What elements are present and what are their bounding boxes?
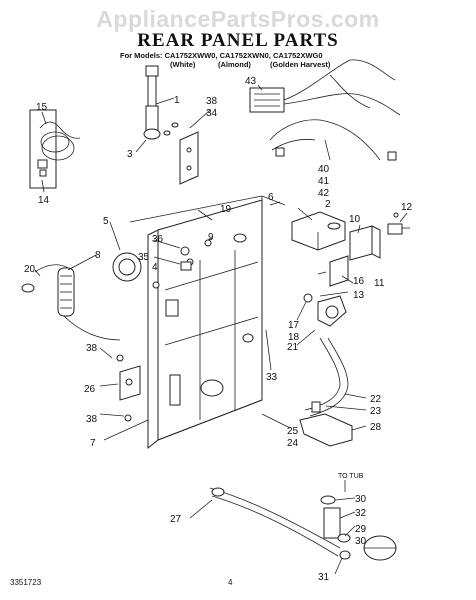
page-title: REAR PANEL PARTS (137, 30, 339, 51)
label-20: 20 (24, 264, 36, 275)
label-13: 13 (353, 290, 365, 301)
color-golden-harvest: (Golden Harvest) (270, 60, 331, 69)
part-14-power-cord (29, 109, 81, 189)
label-26: 26 (84, 384, 96, 395)
part-28-long-hose (209, 487, 341, 557)
part-12-switch (387, 212, 410, 235)
part-34-bracket (163, 122, 199, 185)
footer-part-code: 3351723 (10, 578, 42, 587)
color-white: (White) (170, 60, 196, 69)
label-4: 4 (152, 262, 158, 273)
part-10-timer (349, 225, 381, 261)
label-25: 25 (287, 426, 299, 437)
label-7: 7 (90, 438, 96, 449)
label-10: 10 (349, 214, 361, 225)
label-15: 15 (36, 102, 48, 113)
label-24: 24 (287, 438, 299, 449)
label-40: 40 (318, 164, 330, 175)
tub-fitting (320, 480, 397, 561)
part-8-drain-hose (21, 264, 121, 341)
models-line: For Models: CA1752XWW0, CA1752XWN0, CA17… (120, 51, 323, 60)
label-38c: 38 (206, 96, 218, 107)
color-almond: (Almond) (218, 60, 251, 69)
watermark: AppliancePartsPros.com (96, 6, 380, 32)
label-16: 16 (353, 276, 365, 287)
label-18: 18 (288, 332, 300, 343)
label-38b: 38 (86, 414, 98, 425)
label-43: 43 (245, 76, 257, 87)
label-17: 17 (288, 320, 300, 331)
footer-page-number: 4 (228, 578, 233, 587)
label-5: 5 (103, 216, 109, 227)
label-38a: 38 (86, 343, 98, 354)
wiring-harness (249, 59, 401, 161)
label-21: 21 (287, 342, 299, 353)
label-27: 27 (170, 514, 182, 525)
label-31: 31 (318, 572, 330, 583)
part-26-bracket (116, 354, 141, 422)
label-32: 32 (355, 508, 367, 519)
part-22-pump-hose (299, 337, 353, 447)
label-11: 11 (374, 278, 385, 289)
label-12: 12 (401, 202, 413, 213)
label-14: 14 (38, 195, 50, 206)
part-1-inlet-hose (143, 65, 161, 140)
label-42: 42 (318, 188, 330, 199)
label-23: 23 (370, 406, 382, 417)
part-2-housing (291, 211, 346, 251)
label-19: 19 (220, 204, 232, 215)
label-9: 9 (208, 232, 214, 243)
label-8: 8 (95, 250, 101, 261)
label-to-tub: TO TUB (338, 473, 364, 480)
label-3: 3 (127, 149, 133, 160)
label-28: 28 (370, 422, 382, 433)
label-35: 35 (138, 252, 150, 263)
part-number-labels: 1 2 3 4 5 6 7 8 9 10 11 12 13 14 15 16 1… (24, 76, 413, 583)
label-22: 22 (370, 394, 382, 405)
label-1: 1 (174, 95, 180, 106)
label-30a: 30 (355, 494, 367, 505)
label-2: 2 (325, 199, 331, 210)
label-36: 36 (152, 234, 164, 245)
leader-lines (34, 84, 408, 575)
cabinet-top-edge (129, 195, 286, 441)
motor-mount-area (303, 255, 349, 327)
label-41: 41 (318, 176, 330, 187)
rear-panel (147, 199, 263, 450)
label-33: 33 (266, 372, 278, 383)
label-34: 34 (206, 108, 218, 119)
label-30b: 30 (355, 536, 367, 547)
label-6: 6 (268, 192, 274, 203)
part-5-motor (112, 239, 212, 289)
label-29: 29 (355, 524, 367, 535)
